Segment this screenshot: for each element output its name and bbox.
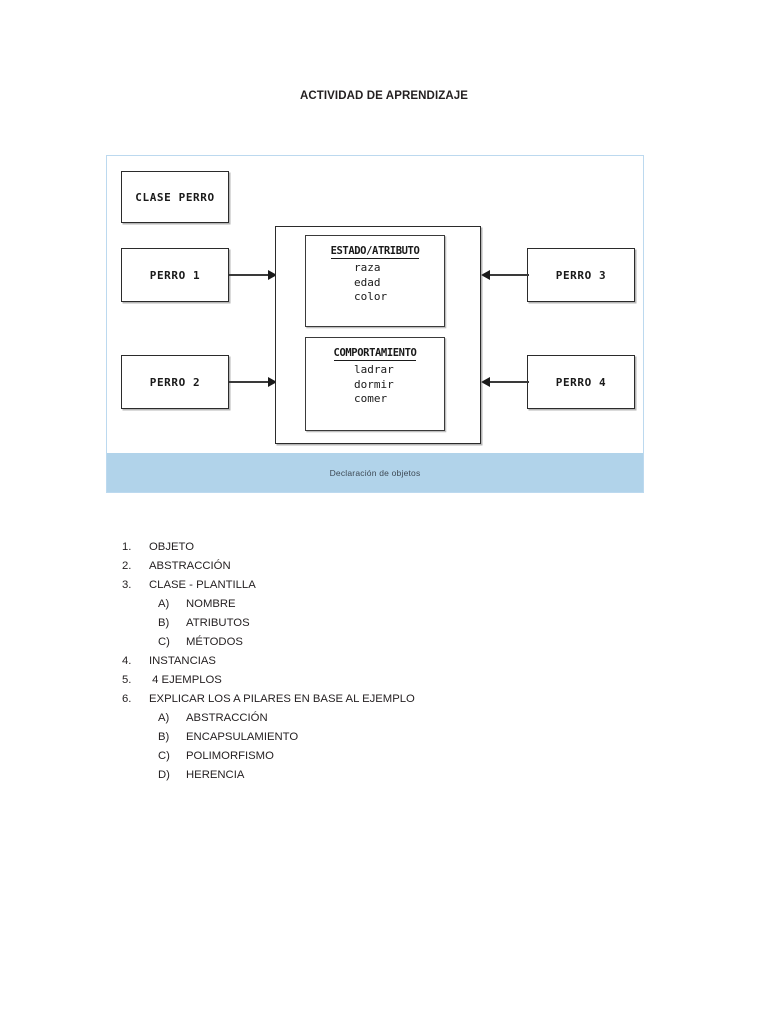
panel-item: comer (354, 392, 388, 405)
panel-comportamiento: COMPORTAMIENTO ladrar dormir comer (305, 337, 445, 431)
list-marker: 2. (122, 560, 132, 572)
arrow-perro-2-to-object (229, 376, 277, 388)
list-marker: B) (158, 731, 170, 743)
list-item: C) MÉTODOS (122, 633, 642, 652)
list-item: 3. CLASE - PLANTILLA (122, 576, 642, 595)
node-perro-2: PERRO 2 (121, 355, 229, 409)
diagram-canvas: CLASE PERRO PERRO 1 PERRO 2 PERRO 3 PERR… (107, 156, 643, 454)
arrow-line (489, 381, 529, 384)
list-item: 4. INSTANCIAS (122, 652, 642, 671)
list-marker: 5. (122, 674, 132, 686)
list-item: 5. 4 EJEMPLOS (122, 671, 642, 690)
list-marker: 4. (122, 655, 132, 667)
panel-item: color (354, 290, 388, 303)
figure-caption: Declaración de objetos (107, 453, 643, 492)
list-item: B) ATRIBUTOS (122, 614, 642, 633)
panel-items-estado: raza edad color (306, 261, 444, 305)
arrow-line (489, 274, 529, 277)
list-text: HERENCIA (186, 769, 245, 781)
list-text: ABSTRACCIÓN (186, 712, 268, 724)
node-perro-4: PERRO 4 (527, 355, 635, 409)
list-marker: B) (158, 617, 170, 629)
panel-item: edad (354, 275, 381, 289)
list-marker: C) (158, 636, 170, 648)
list-text: MÉTODOS (186, 636, 243, 648)
arrow-head-left-icon (481, 377, 490, 387)
list-marker: 1. (122, 541, 132, 553)
object-container: ESTADO/ATRIBUTO raza edad color COMPORTA… (275, 226, 481, 444)
list-marker: D) (158, 769, 170, 781)
list-text: EXPLICAR LOS A PILARES EN BASE AL EJEMPL… (149, 693, 415, 705)
list-item: 1. OBJETO (122, 538, 642, 557)
list-item: 2. ABSTRACCIÓN (122, 557, 642, 576)
arrow-line (229, 274, 269, 277)
list-marker: C) (158, 750, 170, 762)
arrow-perro-1-to-object (229, 269, 277, 281)
panel-item: ladrar (354, 363, 394, 376)
list-text: INSTANCIAS (149, 655, 216, 667)
arrow-head-right-icon (268, 270, 277, 280)
list-item: C) POLIMORFISMO (122, 747, 642, 766)
task-list: 1. OBJETO 2. ABSTRACCIÓN 3. CLASE - PLAN… (122, 538, 642, 785)
arrow-head-right-icon (268, 377, 277, 387)
arrow-perro-4-to-object (481, 376, 529, 388)
list-item: 6. EXPLICAR LOS A PILARES EN BASE AL EJE… (122, 690, 642, 709)
list-item: D) HERENCIA (122, 766, 642, 785)
node-clase-perro: CLASE PERRO (121, 171, 229, 223)
list-marker: A) (158, 598, 170, 610)
list-text: ENCAPSULAMIENTO (186, 731, 299, 743)
panel-estado-atributo: ESTADO/ATRIBUTO raza edad color (305, 235, 445, 327)
list-marker: 6. (122, 693, 132, 705)
panel-title-comportamiento: COMPORTAMIENTO (333, 347, 417, 361)
list-text: 4 EJEMPLOS (149, 674, 222, 686)
node-perro-3: PERRO 3 (527, 248, 635, 302)
list-item: A) NOMBRE (122, 595, 642, 614)
panel-item: dormir (354, 377, 394, 391)
arrow-perro-3-to-object (481, 269, 529, 281)
panel-title-estado: ESTADO/ATRIBUTO (330, 245, 420, 259)
panel-items-comportamiento: ladrar dormir comer (306, 363, 444, 407)
list-item: A) ABSTRACCIÓN (122, 709, 642, 728)
panel-item: raza (354, 261, 381, 274)
node-perro-1: PERRO 1 (121, 248, 229, 302)
list-text: POLIMORFISMO (186, 750, 274, 762)
list-text: ATRIBUTOS (186, 617, 250, 629)
diagram-figure: CLASE PERRO PERRO 1 PERRO 2 PERRO 3 PERR… (106, 155, 644, 493)
list-text: ABSTRACCIÓN (149, 560, 231, 572)
list-item: B) ENCAPSULAMIENTO (122, 728, 642, 747)
list-text: NOMBRE (186, 598, 236, 610)
list-text: OBJETO (149, 541, 194, 553)
list-marker: 3. (122, 579, 132, 591)
arrow-head-left-icon (481, 270, 490, 280)
arrow-line (229, 381, 269, 384)
page-title: ACTIVIDAD DE APRENDIZAJE (299, 90, 469, 102)
list-text: CLASE - PLANTILLA (149, 579, 256, 591)
list-marker: A) (158, 712, 170, 724)
